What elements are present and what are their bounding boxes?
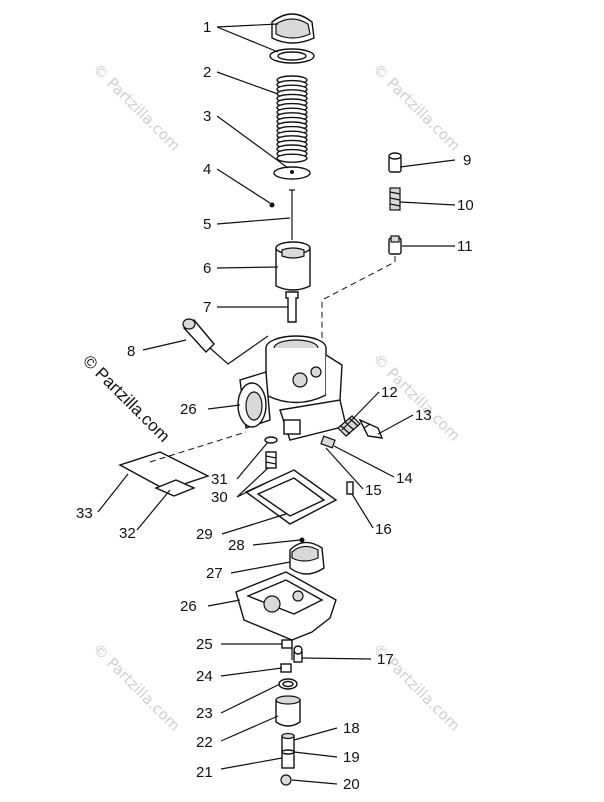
part-main-jet bbox=[281, 639, 293, 649]
parts bbox=[118, 13, 402, 786]
callout-29: 29 bbox=[196, 526, 213, 543]
watermark: © Partzilla.com bbox=[89, 60, 184, 155]
callout-25: 25 bbox=[196, 636, 213, 653]
callout-2: 2 bbox=[203, 64, 211, 81]
part-gasket-33 bbox=[118, 451, 210, 491]
callout-8: 8 bbox=[127, 343, 135, 360]
callout-6: 6 bbox=[203, 260, 211, 277]
callout-4: 4 bbox=[203, 161, 211, 178]
callout-1: 1 bbox=[203, 19, 211, 36]
part-jet-needle bbox=[289, 189, 295, 240]
callout-7: 7 bbox=[203, 299, 211, 316]
part-e-clip bbox=[269, 202, 275, 208]
part-float bbox=[289, 541, 325, 575]
callout-5: 5 bbox=[203, 216, 211, 233]
callout-14: 14 bbox=[396, 470, 413, 487]
callout-26-body: 26 bbox=[180, 401, 197, 418]
callout-16: 16 bbox=[375, 521, 392, 538]
callout-9: 9 bbox=[463, 152, 471, 169]
watermark: © Partzilla.com bbox=[89, 640, 184, 735]
watermark: © Partzilla.com bbox=[369, 60, 464, 155]
callout-24: 24 bbox=[196, 668, 213, 685]
part-tube bbox=[281, 732, 295, 769]
watermark: © Partzilla.com bbox=[79, 351, 173, 445]
part-float-bowl bbox=[235, 571, 337, 660]
callout-26-bowl: 26 bbox=[180, 598, 197, 615]
callout-28: 28 bbox=[228, 537, 245, 554]
part-screw-16 bbox=[346, 481, 354, 495]
callout-19: 19 bbox=[343, 749, 360, 766]
part-throttle-valve bbox=[275, 241, 311, 291]
callout-23: 23 bbox=[196, 705, 213, 722]
part-adjuster-spring bbox=[389, 187, 401, 211]
part-retainer-plate bbox=[273, 166, 311, 180]
callout-20: 20 bbox=[343, 776, 360, 793]
callout-17: 17 bbox=[377, 651, 394, 668]
callout-11: 11 bbox=[457, 238, 473, 255]
part-pilot-screw-spring bbox=[337, 415, 361, 437]
part-rubber-cap bbox=[182, 318, 215, 354]
part-o-ring bbox=[278, 678, 298, 690]
callout-12: 12 bbox=[381, 384, 398, 401]
part-washer-24 bbox=[280, 663, 292, 673]
callout-10: 10 bbox=[457, 197, 474, 214]
callout-21: 21 bbox=[196, 764, 213, 781]
part-holder bbox=[275, 695, 301, 727]
part-carburetor-body bbox=[237, 335, 347, 441]
callout-3: 3 bbox=[203, 108, 211, 125]
part-pilot-screw bbox=[358, 418, 384, 439]
part-cap bbox=[269, 13, 315, 64]
callouts: 1 2 3 4 5 6 7 8 9 10 11 12 13 14 15 16 1… bbox=[76, 19, 474, 793]
callout-32: 32 bbox=[119, 525, 136, 542]
part-washer-31 bbox=[264, 436, 278, 444]
leader-lines bbox=[97, 23, 456, 785]
callout-13: 13 bbox=[415, 407, 432, 424]
callout-31: 31 bbox=[211, 471, 228, 488]
callout-30: 30 bbox=[211, 489, 228, 506]
callout-18: 18 bbox=[343, 720, 360, 737]
part-needle-jet bbox=[285, 291, 299, 323]
part-adjuster-screw bbox=[388, 152, 402, 173]
part-adjuster-nut bbox=[388, 235, 402, 255]
part-float-pin bbox=[299, 537, 305, 543]
callout-27: 27 bbox=[206, 565, 223, 582]
part-screw-small bbox=[320, 435, 336, 449]
spring-coil bbox=[276, 153, 308, 163]
part-spring bbox=[276, 75, 308, 163]
part-float-gasket bbox=[244, 469, 338, 525]
part-plug bbox=[280, 774, 292, 786]
callout-15: 15 bbox=[365, 482, 382, 499]
part-jet-30 bbox=[265, 451, 277, 469]
callout-22: 22 bbox=[196, 734, 213, 751]
part-drain-screw bbox=[293, 645, 303, 663]
callout-33: 33 bbox=[76, 505, 93, 522]
